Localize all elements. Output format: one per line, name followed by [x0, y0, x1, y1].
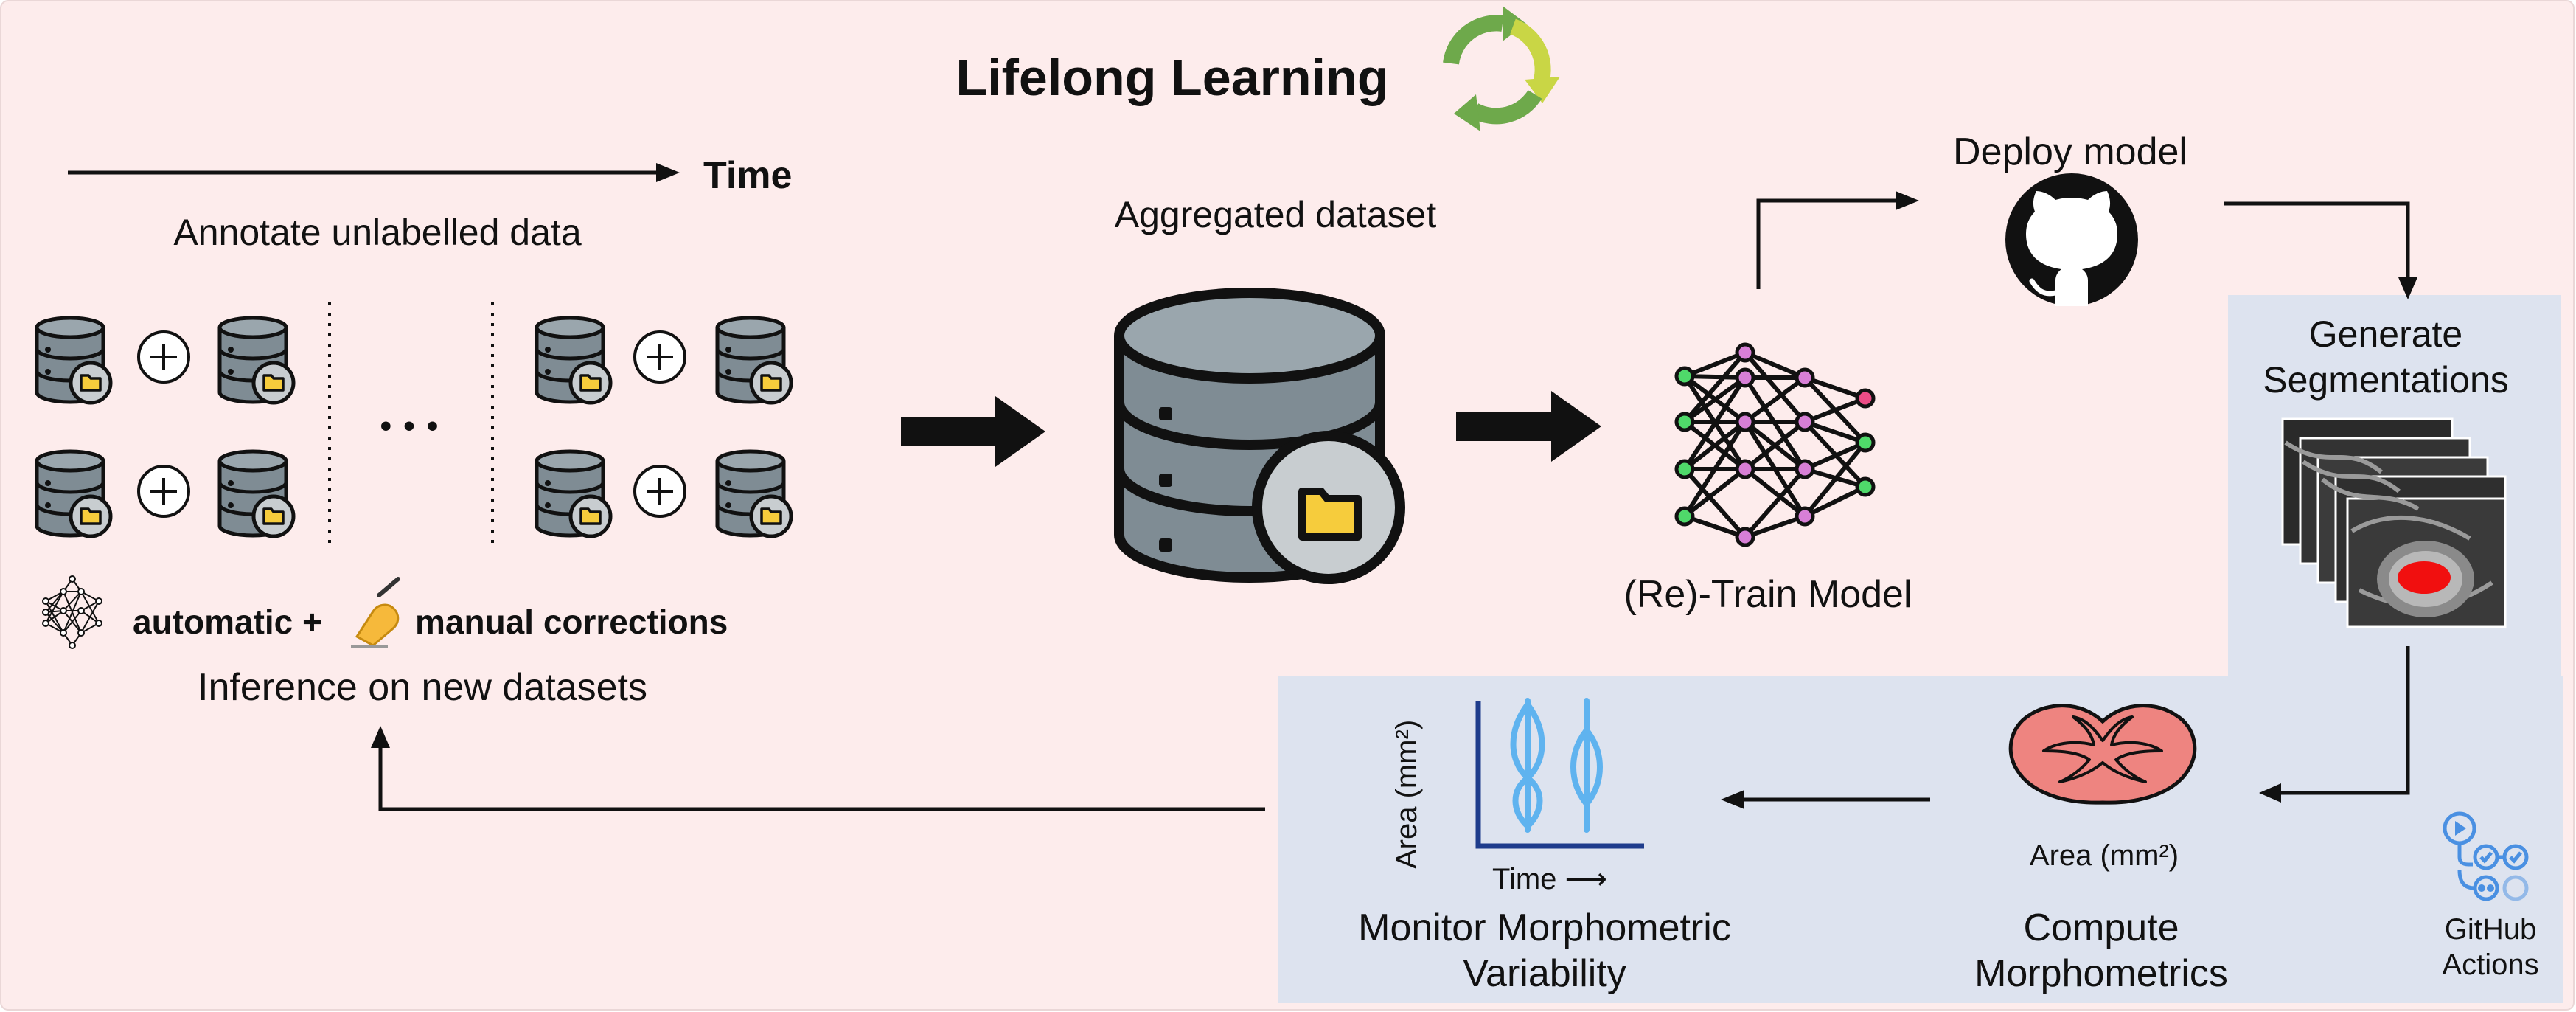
big-arrow — [901, 396, 1045, 467]
arrow-to-annotate — [378, 745, 1265, 811]
arrow-to-deploy — [1756, 198, 1898, 289]
plot-x-axis-label: Time ⟶ — [1492, 863, 1607, 895]
segmentation-stack-image — [2281, 417, 2507, 628]
ellipsis: • • • — [380, 408, 440, 444]
arrow-to-compute — [2278, 646, 2410, 795]
github-icon — [2005, 173, 2138, 306]
neural-network-icon — [1674, 342, 1876, 547]
github-actions-label-line2: Actions — [2442, 949, 2539, 981]
big-arrow — [1456, 391, 1601, 462]
compute-morphometrics-label-line1: Compute — [2023, 907, 2179, 949]
aggregated-dataset-label: Aggregated dataset — [1114, 194, 1437, 235]
annotate-heading: Annotate unlabelled data — [173, 212, 582, 253]
retrain-model-label: (Re)-Train Model — [1623, 573, 1912, 616]
plot-y-axis-label: Area (mm²) — [1390, 719, 1423, 869]
generate-segmentations-label-line1: Generate — [2308, 313, 2463, 355]
aggregated-database-icon — [1114, 288, 1405, 584]
morphometrics-panel — [1278, 676, 2563, 1003]
compute-axis-label: Area (mm²) — [2029, 839, 2179, 872]
compute-morphometrics-label-line2: Morphometrics — [1974, 952, 2228, 995]
github-actions-icon — [2443, 811, 2529, 901]
deploy-model-label: Deploy model — [1953, 131, 2187, 173]
legend-automatic: automatic + — [133, 603, 322, 641]
spinal-cord-icon — [2008, 704, 2197, 805]
arrow-to-segmentation — [2224, 201, 2410, 280]
generate-segmentations-label-line2: Segmentations — [2263, 359, 2509, 401]
writing-hand-icon — [351, 577, 400, 648]
morphometric-plot-icon — [1475, 698, 1644, 849]
monitor-morphometric-label-line2: Variability — [1463, 952, 1626, 995]
diagram-title: Lifelong Learning — [955, 49, 1389, 106]
inference-caption: Inference on new datasets — [198, 666, 647, 709]
recycle-icon — [1443, 6, 1560, 131]
timeline-label: Time — [703, 154, 793, 197]
small-network-icon — [42, 575, 102, 649]
monitor-morphometric-label-line1: Monitor Morphometric — [1358, 907, 1731, 949]
github-actions-label-line1: GitHub — [2444, 913, 2537, 946]
legend-manual-corrections: manual corrections — [415, 603, 728, 641]
